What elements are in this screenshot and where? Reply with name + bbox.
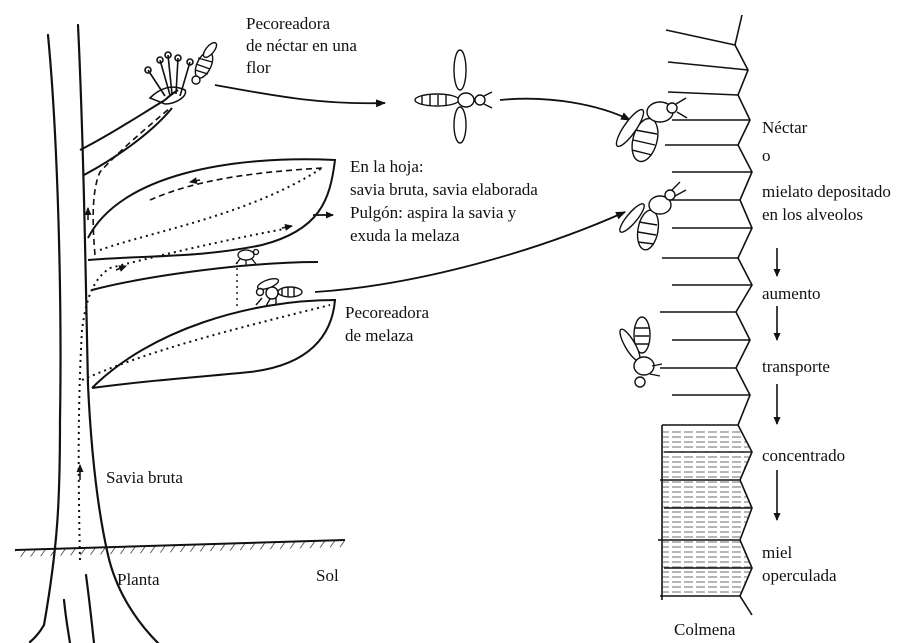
- nectar-bee-on-flower: [192, 41, 219, 84]
- hive-bee-lower: [617, 317, 662, 387]
- step-increase-label: aumento: [762, 284, 821, 304]
- plant-label: Planta: [117, 570, 160, 590]
- hive-label: Colmena: [674, 620, 735, 640]
- flying-bee: [415, 50, 492, 143]
- hive-bee-middle: [617, 182, 686, 251]
- honeydew-forager-label-2: de melaza: [345, 326, 413, 346]
- soil: [15, 540, 345, 557]
- leaf-label-2: savia bruta, savia elaborada: [350, 180, 538, 200]
- nectar-forager-label-2: de néctar en una: [246, 36, 357, 56]
- nectar-forager-label-3: flor: [246, 58, 271, 78]
- nectar-forager-label-1: Pecoreadora: [246, 14, 330, 34]
- step-transport-label: transporte: [762, 357, 830, 377]
- lower-leaf: [92, 262, 335, 388]
- sap-flow-lines: [79, 108, 330, 560]
- aphid-label-2: exuda la melaza: [350, 226, 460, 246]
- deposit-label-4: en los alveolos: [762, 205, 863, 225]
- flower-to-flight-arrow: [215, 85, 385, 103]
- step-concentrated-label: concentrado: [762, 446, 845, 466]
- leaf-label-1: En la hoja:: [350, 157, 424, 177]
- honeydew-to-hive-arrow: [315, 212, 625, 292]
- deposit-label-1: Néctar: [762, 118, 807, 138]
- deposit-label-2: o: [762, 146, 771, 166]
- hive-bee-upper: [612, 98, 687, 164]
- capped-honey-cells: [662, 428, 752, 596]
- final-label-2: operculada: [762, 566, 837, 586]
- deposit-label-3: mielato depositado: [762, 182, 891, 202]
- sap-direction-arrows: [80, 180, 292, 480]
- soil-label: Sol: [316, 566, 339, 586]
- aphid: [236, 250, 259, 266]
- raw-sap-label: Savia bruta: [106, 468, 183, 488]
- honeydew-forager-label-1: Pecoreadora: [345, 303, 429, 323]
- flight-to-hive-arrow: [500, 99, 630, 120]
- aphid-label-1: Pulgón: aspira la savia y: [350, 203, 516, 223]
- final-label-1: miel: [762, 543, 792, 563]
- upper-leaf: [88, 159, 335, 260]
